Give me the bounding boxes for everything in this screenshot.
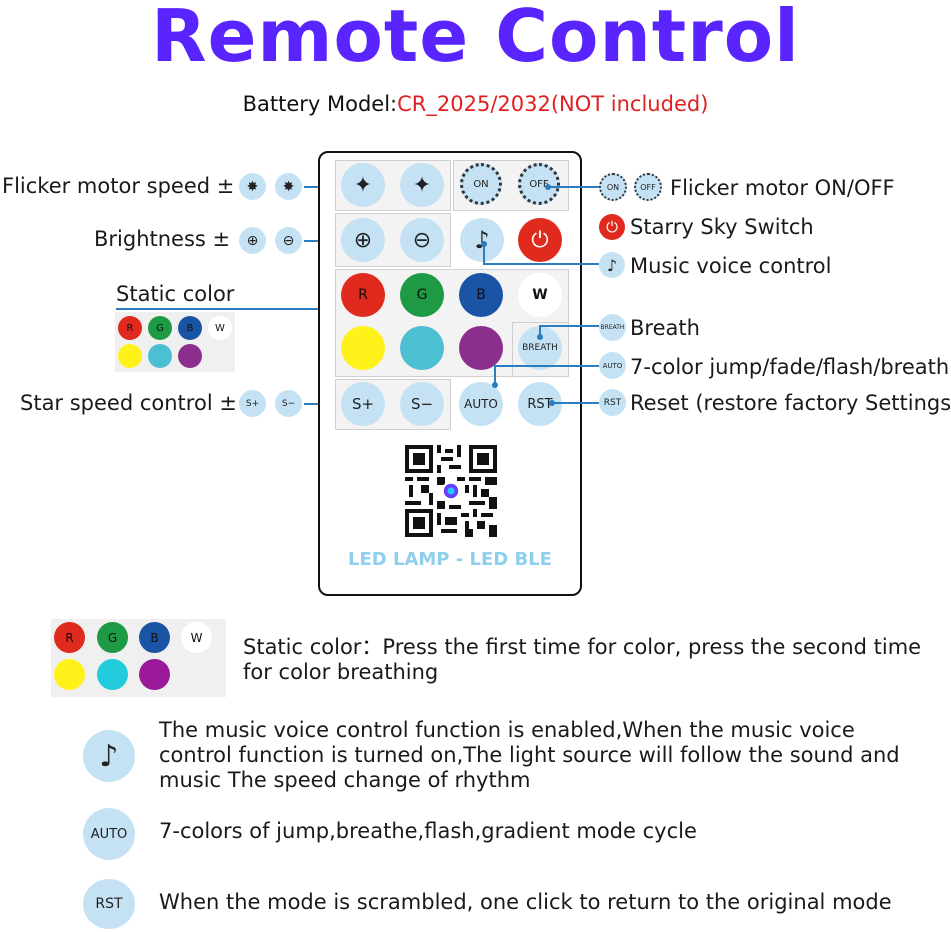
connector-dot bbox=[549, 400, 555, 406]
color-swatch-yellow bbox=[54, 659, 85, 690]
color-white-button[interactable]: W bbox=[518, 273, 562, 317]
flicker-speed-down-button[interactable]: ✦ bbox=[400, 163, 444, 207]
flicker-on-button[interactable]: ON bbox=[460, 163, 502, 205]
rst-icon: RST bbox=[83, 879, 135, 929]
star-speed-minus-button[interactable]: S− bbox=[400, 382, 444, 426]
connector-dot bbox=[537, 334, 543, 340]
color-swatch-white: W bbox=[181, 622, 212, 653]
battery-info: Battery Model:CR_2025/2032(NOT included) bbox=[0, 92, 951, 116]
color-yellow-button[interactable] bbox=[341, 326, 385, 370]
color-swatch-blue: B bbox=[139, 622, 170, 653]
color-swatch-white: W bbox=[208, 316, 232, 340]
rst-icon: RST bbox=[599, 389, 626, 416]
color-blue-button[interactable]: B bbox=[459, 273, 503, 317]
connector-line bbox=[116, 308, 362, 310]
power-icon[interactable]: ⏻ bbox=[518, 218, 562, 262]
label-starry-switch: Starry Sky Switch bbox=[630, 215, 814, 239]
sparkle-icon: ✸ bbox=[275, 173, 302, 200]
off-icon: OFF bbox=[634, 173, 662, 201]
color-swatch-cyan bbox=[148, 344, 172, 368]
connector-line bbox=[539, 325, 541, 337]
connector-dot bbox=[545, 184, 551, 190]
star-speed-plus-icon: S+ bbox=[239, 390, 266, 417]
auto-description: 7-colors of jump,breathe,flash,gradient … bbox=[159, 819, 697, 843]
color-swatch-green: G bbox=[97, 622, 128, 653]
page-title: Remote Control bbox=[151, 0, 800, 78]
color-red-button[interactable]: R bbox=[341, 273, 385, 317]
battery-label: Battery Model: bbox=[242, 92, 398, 116]
label-seven-color: 7-color jump/fade/flash/breath bbox=[630, 355, 950, 379]
label-reset: Reset (restore factory Settings) bbox=[630, 391, 951, 415]
music-note-icon: ♪ bbox=[599, 252, 625, 278]
connector-line bbox=[494, 365, 496, 385]
connector-dot bbox=[481, 241, 487, 247]
label-music-voice: Music voice control bbox=[630, 254, 832, 278]
label-flicker-onoff: Flicker motor ON/OFF bbox=[670, 176, 895, 200]
auto-button[interactable]: AUTO bbox=[459, 382, 503, 426]
color-swatch-blue: B bbox=[178, 316, 202, 340]
star-speed-minus-icon: S− bbox=[275, 390, 302, 417]
battery-model: CR_2025/2032(NOT included) bbox=[397, 92, 709, 116]
brightness-up-button[interactable]: ⊕ bbox=[341, 218, 385, 262]
color-swatch-purple bbox=[178, 344, 202, 368]
connector-line bbox=[539, 325, 599, 327]
color-swatch-yellow bbox=[118, 344, 142, 368]
connector-line bbox=[483, 245, 485, 264]
connector-line bbox=[494, 365, 599, 367]
label-star-speed: Star speed control ± bbox=[20, 391, 237, 415]
sparkle-icon: ✸ bbox=[239, 173, 266, 200]
on-icon: ON bbox=[599, 173, 627, 201]
color-swatch-green: G bbox=[148, 316, 172, 340]
breath-icon: BREATH bbox=[599, 314, 626, 341]
static-color-description: Static color：Press the first time for co… bbox=[243, 635, 922, 684]
reset-button[interactable]: RST bbox=[518, 382, 562, 426]
label-flicker-speed: Flicker motor speed ± bbox=[2, 174, 235, 198]
connector-line bbox=[483, 263, 599, 265]
music-description: The music voice control function is enab… bbox=[159, 718, 900, 792]
remote-footer-label: LED LAMP - LED BLE bbox=[348, 549, 552, 570]
rst-description: When the mode is scrambled, one click to… bbox=[159, 890, 892, 914]
color-swatch-red: R bbox=[118, 316, 142, 340]
color-swatch-cyan bbox=[97, 659, 128, 690]
brightness-minus-icon: ⊖ bbox=[275, 227, 302, 254]
connector-line bbox=[552, 402, 599, 404]
qr-code bbox=[405, 445, 497, 537]
brightness-down-button[interactable]: ⊖ bbox=[400, 218, 444, 262]
flicker-off-button[interactable]: OFF bbox=[518, 163, 560, 205]
color-purple-button[interactable] bbox=[459, 326, 503, 370]
color-swatch-purple bbox=[139, 659, 170, 690]
auto-icon: AUTO bbox=[599, 352, 626, 379]
color-green-button[interactable]: G bbox=[400, 273, 444, 317]
brightness-plus-icon: ⊕ bbox=[239, 227, 266, 254]
color-swatch-red: R bbox=[54, 622, 85, 653]
power-icon: ⏻ bbox=[599, 214, 625, 240]
connector-dot bbox=[492, 382, 498, 388]
flicker-speed-up-button[interactable]: ✦ bbox=[341, 163, 385, 207]
auto-icon: AUTO bbox=[83, 808, 135, 860]
color-cyan-button[interactable] bbox=[400, 326, 444, 370]
music-note-icon: ♪ bbox=[83, 730, 135, 782]
connector-line bbox=[549, 186, 599, 188]
star-speed-plus-button[interactable]: S+ bbox=[341, 382, 385, 426]
music-voice-button[interactable]: ♪ bbox=[460, 218, 504, 262]
label-brightness: Brightness ± bbox=[94, 227, 231, 251]
label-static-color: Static color bbox=[116, 282, 235, 306]
label-breath: Breath bbox=[630, 316, 700, 340]
